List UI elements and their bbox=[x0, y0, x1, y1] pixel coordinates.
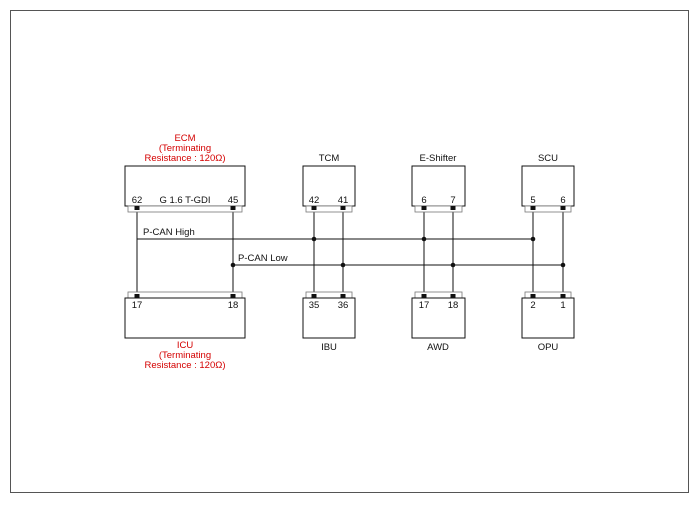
scu-box bbox=[521, 165, 575, 207]
awd-box bbox=[411, 297, 466, 339]
eshifter-connector-tab bbox=[414, 205, 463, 213]
junction-dot bbox=[530, 236, 536, 242]
icu-name: ICU bbox=[177, 340, 194, 351]
ecm-box bbox=[124, 165, 246, 207]
tcm-module: TCM 42 41 bbox=[302, 153, 356, 213]
icu-box bbox=[124, 297, 246, 339]
junction-dot bbox=[560, 262, 566, 268]
awd-module: 17 18 AWD bbox=[411, 291, 466, 353]
tcm-box bbox=[302, 165, 356, 207]
ecm-pin-45-label: 45 bbox=[228, 195, 239, 206]
ecm-connector-tab bbox=[127, 205, 243, 213]
icu-pin-17 bbox=[134, 294, 140, 298]
ecm-model-label: G 1.6 T-GDI bbox=[159, 195, 210, 206]
scu-pin-5 bbox=[530, 206, 536, 210]
ecm-pin-45 bbox=[230, 206, 236, 210]
opu-box bbox=[521, 297, 575, 339]
junction-dot bbox=[421, 236, 427, 242]
awd-pin-18 bbox=[450, 294, 456, 298]
eshifter-pin-7-label: 7 bbox=[450, 195, 455, 206]
awd-pin-17-label: 17 bbox=[419, 300, 430, 311]
ibu-pin-35 bbox=[311, 294, 317, 298]
scu-pin-6-label: 6 bbox=[560, 195, 565, 206]
icu-pin-17-label: 17 bbox=[132, 300, 143, 311]
opu-pin-2-label: 2 bbox=[530, 300, 535, 311]
scu-name: SCU bbox=[538, 153, 558, 164]
opu-name: OPU bbox=[538, 342, 559, 353]
eshifter-pin-7 bbox=[450, 206, 456, 210]
ibu-box bbox=[302, 297, 356, 339]
eshifter-pin-6-label: 6 bbox=[421, 195, 426, 206]
icu-pin-18 bbox=[230, 294, 236, 298]
icu-module: 17 18 ICU (Terminating Resistance : 120Ω… bbox=[124, 291, 246, 371]
scu-module: SCU 5 6 bbox=[521, 153, 575, 213]
opu-pin-2 bbox=[530, 294, 536, 298]
awd-name: AWD bbox=[427, 342, 449, 353]
tcm-name: TCM bbox=[319, 153, 340, 164]
junction-dot bbox=[340, 262, 346, 268]
eshifter-name: E-Shifter bbox=[420, 153, 457, 164]
junction-dot bbox=[450, 262, 456, 268]
ecm-note-line1: (Terminating bbox=[159, 143, 211, 154]
tcm-pin-41 bbox=[340, 206, 346, 210]
awd-pin-17 bbox=[421, 294, 427, 298]
diagram-frame bbox=[10, 10, 689, 493]
p-can-low-label: P-CAN Low bbox=[238, 253, 288, 264]
tcm-pin-42 bbox=[311, 206, 317, 210]
awd-pin-18-label: 18 bbox=[448, 300, 459, 311]
icu-note-line2: Resistance : 120Ω) bbox=[144, 360, 225, 371]
ibu-pin-35-label: 35 bbox=[309, 300, 320, 311]
scu-pin-5-label: 5 bbox=[530, 195, 535, 206]
opu-pin-1 bbox=[560, 294, 566, 298]
ecm-pin-62-label: 62 bbox=[132, 195, 143, 206]
icu-connector-tab bbox=[127, 291, 243, 299]
tcm-connector-tab bbox=[305, 205, 353, 213]
icu-pin-18-label: 18 bbox=[228, 300, 239, 311]
scu-pin-6 bbox=[560, 206, 566, 210]
ibu-name: IBU bbox=[321, 342, 337, 353]
ibu-pin-36-label: 36 bbox=[338, 300, 349, 311]
ecm-pin-62 bbox=[134, 206, 140, 210]
junction-dot bbox=[230, 262, 236, 268]
junction-dot bbox=[311, 236, 317, 242]
ecm-name: ECM bbox=[174, 133, 195, 144]
opu-pin-1-label: 1 bbox=[560, 300, 565, 311]
ibu-module: 35 36 IBU bbox=[302, 291, 356, 353]
tcm-pin-41-label: 41 bbox=[338, 195, 349, 206]
ecm-module: ECM (Terminating Resistance : 120Ω) 62 G… bbox=[124, 133, 246, 213]
eshifter-pin-6 bbox=[421, 206, 427, 210]
eshifter-box bbox=[411, 165, 466, 207]
scu-connector-tab bbox=[524, 205, 572, 213]
eshifter-module: E-Shifter 6 7 bbox=[411, 153, 466, 213]
ecm-note-line2: Resistance : 120Ω) bbox=[144, 153, 225, 164]
p-can-high-label: P-CAN High bbox=[143, 227, 195, 238]
ibu-pin-36 bbox=[340, 294, 346, 298]
icu-note-line1: (Terminating bbox=[159, 350, 211, 361]
opu-module: 2 1 OPU bbox=[521, 291, 575, 353]
tcm-pin-42-label: 42 bbox=[309, 195, 320, 206]
